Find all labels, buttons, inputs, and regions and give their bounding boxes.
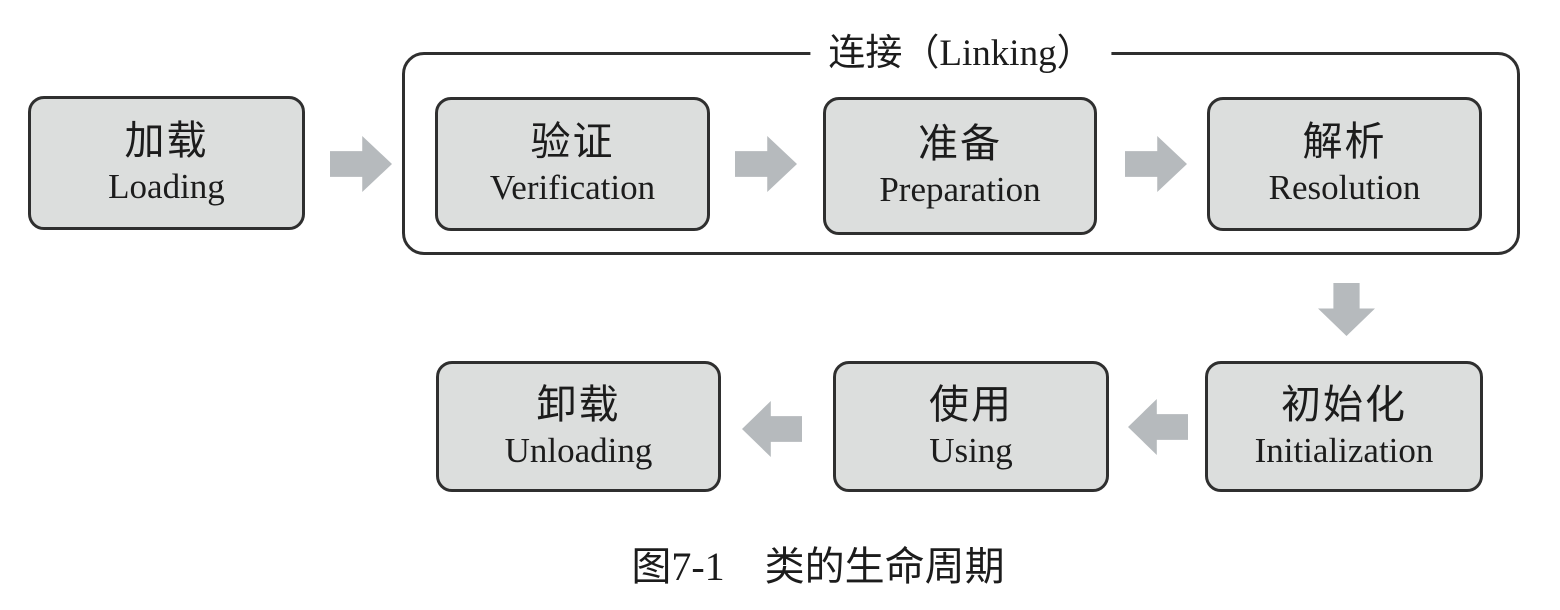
arrow-right-icon — [330, 136, 392, 192]
node-unloading-label-en: Unloading — [504, 430, 653, 470]
node-verification: 验证 Verification — [435, 97, 710, 231]
node-initialization-label-zh: 初始化 — [1281, 381, 1407, 427]
node-initialization-label-en: Initialization — [1254, 430, 1434, 470]
node-preparation: 准备 Preparation — [823, 97, 1097, 235]
node-using-label-en: Using — [929, 430, 1013, 470]
node-resolution-label-en: Resolution — [1268, 168, 1421, 207]
node-loading-label-zh: 加载 — [124, 118, 209, 163]
arrow-down-icon — [1318, 283, 1375, 336]
node-loading-label-en: Loading — [108, 167, 225, 206]
arrow-left-icon — [1128, 399, 1188, 455]
node-unloading-label-zh: 卸载 — [536, 381, 621, 427]
node-using: 使用 Using — [833, 361, 1109, 492]
node-preparation-label-en: Preparation — [879, 170, 1041, 209]
linking-group-label: 连接（Linking） — [810, 32, 1112, 76]
node-resolution: 解析 Resolution — [1207, 97, 1482, 231]
node-initialization: 初始化 Initialization — [1205, 361, 1483, 492]
arrow-left-icon — [742, 401, 802, 457]
node-loading: 加载 Loading — [28, 96, 305, 230]
figure-caption: 图7-1 类的生命周期 — [631, 544, 1005, 589]
node-resolution-label-zh: 解析 — [1302, 119, 1387, 164]
node-verification-label-en: Verification — [489, 168, 656, 207]
node-preparation-label-zh: 准备 — [918, 121, 1002, 166]
node-verification-label-zh: 验证 — [530, 119, 615, 164]
node-using-label-zh: 使用 — [929, 381, 1013, 427]
node-unloading: 卸载 Unloading — [436, 361, 721, 492]
